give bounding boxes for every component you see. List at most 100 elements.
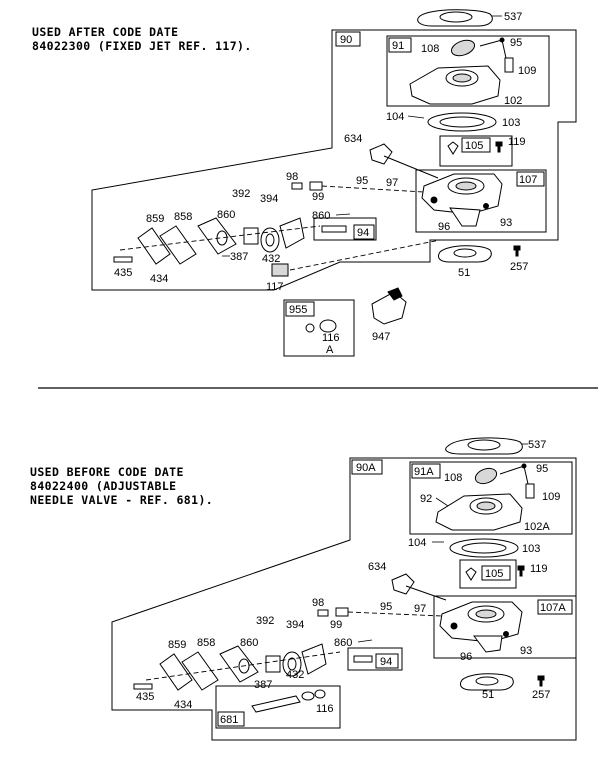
label-537: 537 [504, 11, 522, 23]
throttle-shaft [383, 155, 439, 179]
group-107A-tag [537, 599, 573, 615]
group-91-box [386, 35, 550, 107]
label-116-a: A [326, 344, 334, 356]
screw-119-bottom [517, 565, 525, 577]
group-955-tag [285, 301, 315, 317]
label-434: 434 [150, 273, 168, 285]
label-392-bottom: 392 [256, 615, 274, 627]
valve-105 [447, 141, 459, 155]
label-434-bottom: 434 [174, 699, 192, 711]
screw-94 [321, 225, 347, 233]
label-96: 96 [438, 221, 450, 233]
label-387: 387 [230, 251, 248, 263]
o-ring-116 [314, 689, 326, 699]
label-95-bottom-top: 95 [536, 463, 548, 475]
plate-858 [159, 225, 197, 265]
label-90: 90 [340, 34, 352, 46]
group-91A-tag [411, 463, 441, 479]
bowl-102 [409, 65, 501, 105]
top-diagram: USED AFTER CODE DATE 84022300 (FIXED JET… [32, 9, 577, 357]
gasket-537-bottom [445, 437, 523, 455]
gasket-51 [437, 245, 492, 263]
label-95-top: 95 [510, 37, 522, 49]
plate-394 [279, 217, 305, 249]
needle-valve-681 [251, 695, 301, 713]
bottom-caption-line-2: 84022400 (ADJUSTABLE [30, 479, 176, 493]
label-97-bottom: 97 [414, 603, 426, 615]
label-955: 955 [289, 304, 307, 316]
label-91A: 91A [414, 466, 434, 478]
label-860-left: 860 [217, 209, 235, 221]
plug-116a [319, 319, 337, 333]
carburetor-body-107 [421, 173, 503, 227]
solenoid-947 [371, 287, 407, 325]
label-858: 858 [174, 211, 192, 223]
label-97: 97 [386, 177, 398, 189]
float-108 [450, 39, 476, 57]
plate-858-bottom [181, 651, 219, 691]
group-681-box [215, 685, 341, 729]
label-93-bottom: 93 [520, 645, 532, 657]
label-103: 103 [502, 117, 520, 129]
label-108: 108 [421, 43, 439, 55]
label-103-bottom: 103 [522, 543, 540, 555]
label-119-bottom: 119 [530, 563, 548, 575]
label-95-bottom-mid: 95 [380, 601, 392, 613]
screw-98 [291, 182, 303, 190]
label-96-bottom: 96 [460, 651, 472, 663]
group-107-tag [516, 171, 545, 187]
label-392: 392 [232, 188, 250, 200]
label-432-bottom: 432 [286, 669, 304, 681]
spring-392-bottom [265, 655, 281, 673]
label-860-right: 860 [312, 210, 330, 222]
group-105-box [439, 135, 513, 167]
label-860-bottom-right: 860 [334, 637, 352, 649]
top-caption-line-2: 84022300 (FIXED JET REF. 117). [32, 39, 252, 53]
label-117: 117 [266, 281, 284, 293]
group-91-tag [388, 37, 412, 53]
label-98-bottom: 98 [312, 597, 324, 609]
label-394-bottom: 394 [286, 619, 304, 631]
group-105-box-bottom [459, 559, 517, 589]
throttle-plate-634 [369, 143, 393, 165]
label-95-mid: 95 [356, 175, 368, 187]
label-93: 93 [500, 217, 512, 229]
label-860-bottom-left: 860 [240, 637, 258, 649]
gasket-51-bottom [459, 673, 514, 691]
needle-109 [504, 57, 514, 73]
label-109-bottom: 109 [542, 491, 560, 503]
group-681-tag [217, 711, 245, 727]
spring-392 [243, 227, 259, 245]
group-955-box [283, 299, 355, 357]
label-257: 257 [510, 261, 528, 273]
label-116: 116 [322, 332, 340, 344]
label-387-bottom: 387 [254, 679, 272, 691]
label-104: 104 [386, 111, 404, 123]
group-94-box [313, 217, 377, 241]
top-caption-line-1: USED AFTER CODE DATE [32, 25, 178, 39]
label-107: 107 [519, 174, 537, 186]
label-107A: 107A [540, 602, 566, 614]
label-102: 102 [504, 95, 522, 107]
label-634-bottom: 634 [368, 561, 386, 573]
screw-94-bottom [353, 655, 373, 663]
screw-119 [495, 141, 503, 153]
label-116-bottom: 116 [316, 703, 334, 715]
label-94-bottom: 94 [380, 656, 392, 668]
washer-99 [309, 181, 323, 191]
group-105-tag [461, 137, 491, 153]
carburetor-body-107A [439, 601, 523, 653]
bottom-caption-line-1: USED BEFORE CODE DATE [30, 465, 184, 479]
label-119: 119 [508, 136, 526, 148]
screw-435 [113, 256, 133, 263]
group-107A-box [433, 595, 577, 659]
label-947: 947 [372, 331, 390, 343]
group-105-tag-bottom [481, 565, 511, 581]
float-108-bottom [474, 467, 498, 485]
label-435: 435 [114, 267, 132, 279]
throttle-plate-634-bottom [391, 573, 415, 595]
plate-394-bottom [301, 643, 327, 675]
screw-257 [513, 245, 521, 257]
label-105: 105 [465, 140, 483, 152]
